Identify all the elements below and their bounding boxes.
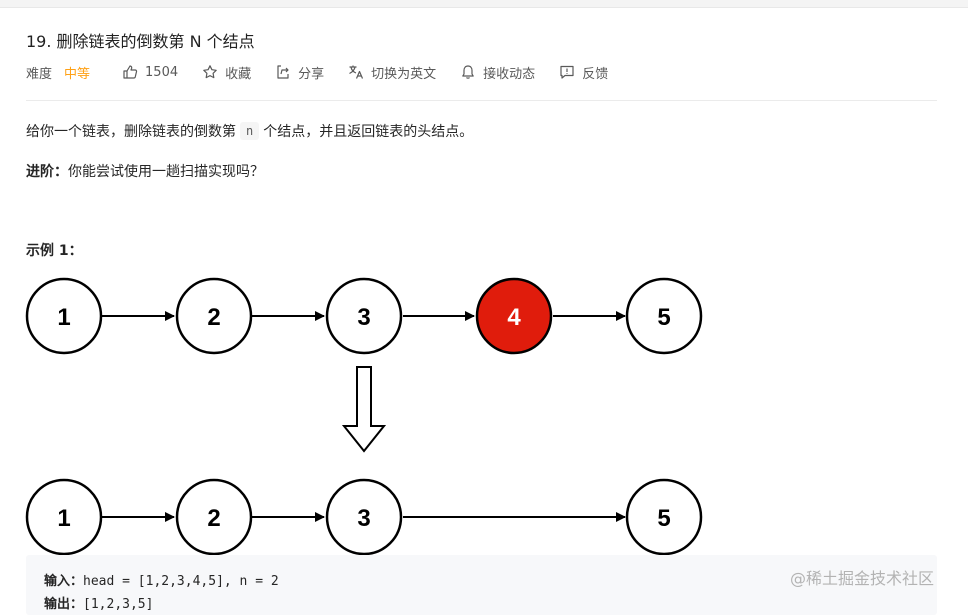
feedback-label: 反馈: [582, 66, 609, 82]
node-label: 2: [207, 505, 220, 532]
watermark: @稀土掘金技术社区: [790, 569, 935, 588]
node-3: 3: [325, 478, 403, 555]
favorite-button[interactable]: 收藏: [202, 63, 251, 82]
example-title: 示例 1：: [26, 243, 83, 259]
notify-label: 接收动态: [483, 66, 536, 82]
advance-text: 你能尝试使用一趟扫描实现吗？: [68, 164, 264, 180]
output-label: 输出：: [44, 597, 84, 612]
translate-label: 切换为英文: [371, 66, 437, 82]
divider: [26, 100, 937, 101]
node-label: 1: [57, 304, 70, 331]
share-icon: [277, 65, 289, 79]
like-button[interactable]: 1504: [122, 64, 178, 80]
advance-note: 进阶：你能尝试使用一趟扫描实现吗？: [26, 161, 264, 181]
thumbs-up-icon: [123, 65, 138, 79]
node-2: 2: [175, 478, 253, 555]
translate-button[interactable]: 切换为英文: [348, 63, 436, 82]
difficulty-label: 难度: [26, 66, 53, 82]
problem-description: 给你一个链表，删除链表的倒数第 n 个结点，并且返回链表的头结点。: [26, 121, 473, 141]
top-bar: [0, 0, 968, 8]
node-4-removed: 4: [475, 277, 553, 355]
node-1: 1: [25, 478, 103, 555]
translate-icon: [349, 65, 364, 79]
output-value: [1,2,3,5]: [83, 597, 154, 612]
node-label: 5: [657, 505, 670, 532]
linked-list-diagram: 1 2 3 4 5 1 2: [25, 277, 703, 555]
advance-label: 进阶：: [26, 164, 68, 180]
node-2: 2: [175, 277, 253, 355]
node-label: 1: [57, 505, 70, 532]
description-text-after: 个结点，并且返回链表的头结点。: [263, 124, 474, 140]
difficulty-badge: 中等: [64, 66, 91, 82]
inline-code-n: n: [240, 122, 260, 140]
description-text-before: 给你一个链表，删除链表的倒数第: [26, 124, 236, 140]
node-1: 1: [25, 277, 103, 355]
bell-icon: [462, 65, 474, 79]
input-line: 输入：head = [1,2,3,4,5], n = 2: [44, 570, 279, 589]
feedback-icon: [560, 65, 574, 79]
input-label: 输入：: [44, 574, 84, 589]
problem-meta-bar: 难度 中等 1504 收藏 分享 切换为英文 接收动态 反馈: [26, 62, 632, 82]
input-value: head = [1,2,3,4,5], n = 2: [83, 574, 279, 589]
node-label: 4: [507, 304, 521, 331]
node-label: 2: [207, 304, 220, 331]
node-5: 5: [625, 478, 703, 555]
favorite-label: 收藏: [225, 66, 252, 82]
share-button[interactable]: 分享: [275, 63, 324, 82]
top-row: 1 2 3 4 5: [25, 277, 703, 355]
share-label: 分享: [298, 66, 325, 82]
like-count: 1504: [145, 64, 179, 80]
node-label: 3: [357, 304, 370, 331]
star-icon: [203, 65, 217, 79]
node-label: 5: [657, 304, 670, 331]
node-5: 5: [625, 277, 703, 355]
page-title: 19. 删除链表的倒数第 N 个结点: [26, 32, 255, 51]
down-arrow-icon: [341, 366, 387, 453]
node-label: 3: [357, 505, 370, 532]
node-3: 3: [325, 277, 403, 355]
notify-button[interactable]: 接收动态: [460, 63, 535, 82]
bottom-row: 1 2 3 5: [25, 478, 703, 555]
feedback-button[interactable]: 反馈: [559, 63, 608, 82]
